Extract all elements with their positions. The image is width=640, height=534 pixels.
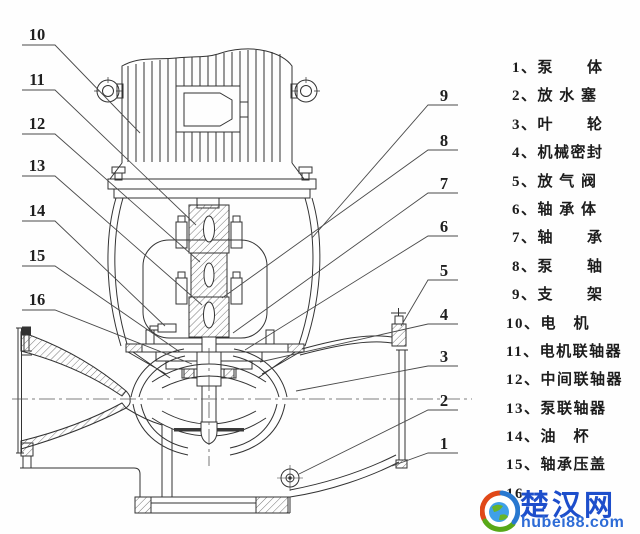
callout-4: 4 (440, 305, 448, 324)
legend-item-4: 4、机械密封 (512, 145, 604, 162)
callout-12: 12 (29, 114, 46, 133)
air-release-valve (391, 308, 407, 347)
coupling-assembly (175, 197, 243, 354)
lifting-eye-right (290, 77, 320, 103)
motor-base-bolts (111, 166, 313, 181)
legend-item-14: 14、油 杯 (506, 429, 591, 446)
watermark-brand-text: 楚汉网 (520, 490, 617, 522)
coupling-bolts (175, 215, 243, 305)
centerlines (12, 348, 472, 466)
legend-item-6: 6、轴 承 体 (512, 201, 598, 218)
legend-item-9: 9、支 架 (512, 287, 604, 304)
drain-plug (277, 465, 303, 491)
legend-item-5: 5、放 气 阀 (512, 173, 598, 190)
callout-8: 8 (440, 131, 448, 150)
legend-item-2: 2、放 水 塞 (512, 88, 598, 105)
callout-1: 1 (440, 434, 448, 453)
callout-7: 7 (440, 174, 448, 193)
legend-item-3: 3、叶 轮 (512, 116, 604, 133)
callout-9: 9 (440, 86, 448, 105)
pump-body (16, 308, 408, 514)
motor-terminal-box (175, 85, 249, 133)
callout-3: 3 (440, 347, 448, 366)
legend-item-8: 8、泵 轴 (512, 258, 604, 275)
discharge-flange (395, 349, 408, 469)
callout-numbers: 10 11 12 13 14 15 16 9 8 7 6 5 4 3 2 1 (29, 25, 448, 453)
motor-body (121, 48, 293, 163)
parts-legend: 1、泵 体 2、放 水 塞 3、叶 轮 4、机械密封 5、放 气 阀 6、轴 承… (506, 54, 640, 508)
legend-item-1: 1、泵 体 (512, 60, 604, 76)
legend-item-11: 11、电机联轴器 (506, 343, 623, 360)
callout-5: 5 (440, 261, 448, 280)
legend-item-7: 7、轴 承 (512, 230, 604, 247)
legend-item-10: 10、电 机 (506, 315, 591, 332)
callout-11: 11 (29, 70, 45, 89)
callout-14: 14 (29, 201, 46, 220)
legend-item-13: 13、泵联轴器 (506, 400, 607, 417)
pump-base (34, 424, 291, 514)
watermark-site-url: hubei88.com (521, 514, 625, 531)
motor (94, 48, 320, 199)
callout-2: 2 (440, 391, 448, 410)
oil-cup (149, 323, 177, 333)
callout-10: 10 (29, 25, 46, 44)
support-bracket (107, 197, 321, 379)
callout-6: 6 (440, 217, 448, 236)
watermark: 楚汉网 hubei88.com (478, 483, 640, 534)
callout-15: 15 (29, 246, 46, 265)
leader-lines (22, 44, 458, 475)
callout-13: 13 (29, 156, 46, 175)
globe-logo-icon (480, 490, 520, 532)
legend-item-15: 15、轴承压盖 (506, 457, 607, 474)
legend-item-12: 12、中间联轴器 (506, 372, 624, 389)
callout-16: 16 (29, 290, 46, 309)
